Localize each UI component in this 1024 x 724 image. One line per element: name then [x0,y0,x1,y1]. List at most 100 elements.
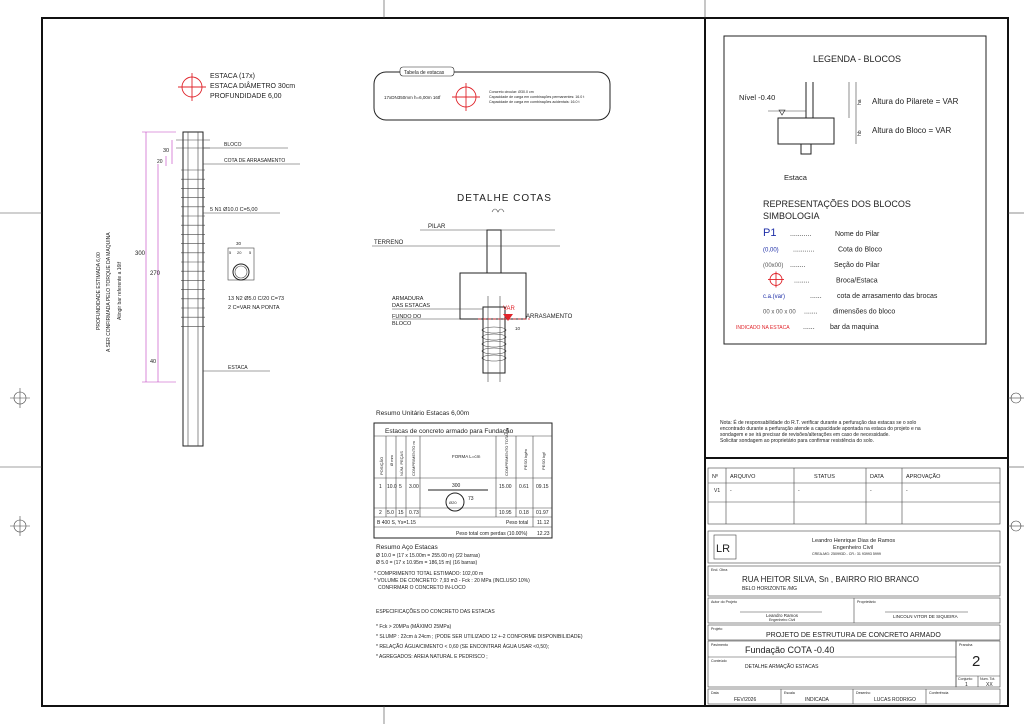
stirrup-note-2: 2 C=VAR NA PONTA [228,305,280,311]
rev-hdr-aprov: APROVAÇÃO [906,473,941,480]
legend-text: Broca/Estaca [836,278,878,285]
detail-armadura-2: DAS ESTACAS [392,303,430,309]
legend-title: LEGENDA - BLOCOS [813,54,901,64]
tb-conteudo: DETALHE ARMAÇÃO ESTACAS [745,663,819,670]
hdr-forma: FORMA L=cm [452,454,481,459]
hdr-comp-total: COMPRIMENTO TOTAL m [504,427,509,476]
rev-hdr-n: Nº [712,473,718,480]
detail-pilar: PILAR [428,224,446,230]
note-rt-3: sondagem e se irá precisar de revisões/a… [720,432,890,438]
tb-autor-name: Leandro Ramos [766,613,799,618]
note-1: * COMPRIMENTO TOTAL ESTIMADO: 102,00 m [374,571,483,577]
r2-diam: 5.0 [387,510,394,516]
side-note-1: PROFUNDIDADE ESTIMADA 6,00 [96,252,102,330]
pile-label-3: PROFUNDIDADE 6,00 [210,93,282,100]
hdr-peso: PESO kgf [541,452,546,470]
legend-estaca: Estaca [784,173,808,182]
detail-terreno: TERRENO [374,240,404,246]
r1-peso-m: 0.61 [519,484,529,490]
tb-address: RUA HEITOR SILVA, Sn , BAIRRO RIO BRANCO [742,575,919,584]
hdr-diam: Ø mm [389,454,394,466]
dim-300: 300 [135,251,146,257]
legend-item: (00x00)........Seção do Pilar [763,262,880,269]
specs-section: ESPECIFICAÇÕES DO CONCRETO DAS ESTACAS *… [376,608,583,660]
legend-dots: ...... [810,293,822,300]
legend-ha: ha [857,99,863,105]
tb-num: XX [986,682,993,688]
r1-comp: 3.00 [409,484,419,490]
r1-pos: 1 [379,484,382,490]
rev-hdr-arquivo: ARQUIVO [730,474,756,480]
legend-text: Seção do Pilar [834,262,880,269]
tb-data-label: Data [711,691,719,695]
legend-hb: hb [857,130,863,136]
tb-crea: CREA-MG: 250993D - CR.: 31 93993 5999 [812,552,881,556]
legend-symbol: INDICADO NA ESTACA [736,325,790,331]
detail-fundo-2: BLOCO [392,321,412,327]
rev-status: - [798,488,800,494]
rev-hdr-data: DATA [870,474,884,480]
legend-item: c.a.(var)......cota de arrasamento das b… [763,293,938,300]
tb-escala: INDICADA [805,697,830,703]
tb-prop-name: LINCOLN VITOR DE SIQUEIRA [893,614,958,619]
detail-armadura-1: ARMADURA [392,296,424,302]
resumo-footer-left: B 400 S, Ys=1.15 [377,520,416,526]
r2-forma: 73 [468,496,474,502]
tb-role: Engenheiro Civil [833,545,873,551]
sec-dim-5b: 5 [249,250,252,255]
peso-total-label: Peso total [506,520,528,526]
tb-prancha-label: Prancha [959,643,972,647]
legend-dots: ....... [804,309,818,316]
pile-elevation: BLOCO COTA DE ARRASAMENTO 5 N1 Ø10.0 C=5… [176,131,300,447]
tb-conferido-label: Conferência [929,691,948,695]
tb-conjunto-label: Conjunto [958,677,972,681]
tb-pavimento-label: Pavimento [711,643,728,647]
hdr-num: NÚM. PEÇAS [399,451,404,476]
r2-comp: 0.73 [409,510,419,516]
detail-title: DETALHE COTAS [457,193,552,204]
pile-label-1: ESTACA (17x) [210,73,255,80]
rev-arquivo: - [730,488,732,494]
note-3: CONFIRMAR O CONCRETO IN-LOCO [378,585,466,591]
dim-40: 40 [150,359,156,365]
dim-20: 20 [157,159,163,165]
specs-title: ESPECIFICAÇÕES DO CONCRETO DAS ESTACAS [376,608,495,615]
tb-data: FEV/2026 [734,697,756,703]
r2-forma2: Ø20 [449,500,457,505]
aco-section: Resumo Aço Estacas Ø 10.0 = (17 x 15.00m… [374,544,530,591]
note-rt: Nota: É de responsabilidade do R.T. veri… [720,419,921,444]
pile-label-2: ESTACA DIÂMETRO 30cm [210,81,295,90]
label-n1: 5 N1 Ø10.0 C=5,00 [210,207,258,213]
r2-peso: 01.97 [536,510,549,516]
tb-autor-label: Autor do Projeto [711,600,737,604]
aco-line-2: Ø 5.0 = (17 x 10.95m = 186,15 m) (16 bar… [376,560,477,566]
sec-dim-30: 30 [236,241,242,246]
detail-var: VAR [503,306,516,312]
dim-30: 30 [163,148,169,154]
tb-conjunto: 1 [965,682,968,688]
legend-dots: ...... [803,324,815,331]
legend-symbol: 00 x 00 x 00 [763,310,796,316]
resumo-title: Resumo Unitário Estacas 6,00m [376,410,469,417]
table-estacas-line-1: Concreto circular: Ø30.0 cm [489,90,534,94]
r2-total: 10.95 [499,510,512,516]
tb-end-label: End. Obra [711,568,727,572]
revision-table: Nº ARQUIVO STATUS DATA APROVAÇÃO V1 - - … [707,467,1001,525]
legend-dots: ........... [790,231,811,238]
spec-4: * AGREGADOS: AREIA NATURAL E PEDRISCO ; [376,654,488,660]
legend-symbol: (0,00) [763,248,779,254]
label-bloco: BLOCO [224,142,242,148]
legend-bloco: Altura do Bloco = VAR [872,126,951,135]
pile-cross-section: 30 5 20 5 13 N2 Ø5.0 C/20 C=73 2 C=VAR N… [227,241,284,311]
r1-total: 15.00 [499,484,512,490]
tb-desenho: LUCAS RODRIGO [874,697,916,703]
r2-pos: 2 [379,510,382,516]
legend-box: LEGENDA - BLOCOS Nível -0.40 ha hb Altur… [723,35,987,345]
tb-desenho-label: Desenho [856,691,870,695]
hdr-posicao: POSIÇÃO [379,457,384,475]
legend-text: cota de arrasamento das brocas [837,293,938,300]
note-rt-2: encontrado durante a perfuração atende a… [720,426,921,432]
hdr-peso-m: PESO kg/m [523,448,528,470]
detail-arrasamento: ARRASAMENTO [526,314,573,320]
stirrups [181,169,205,327]
